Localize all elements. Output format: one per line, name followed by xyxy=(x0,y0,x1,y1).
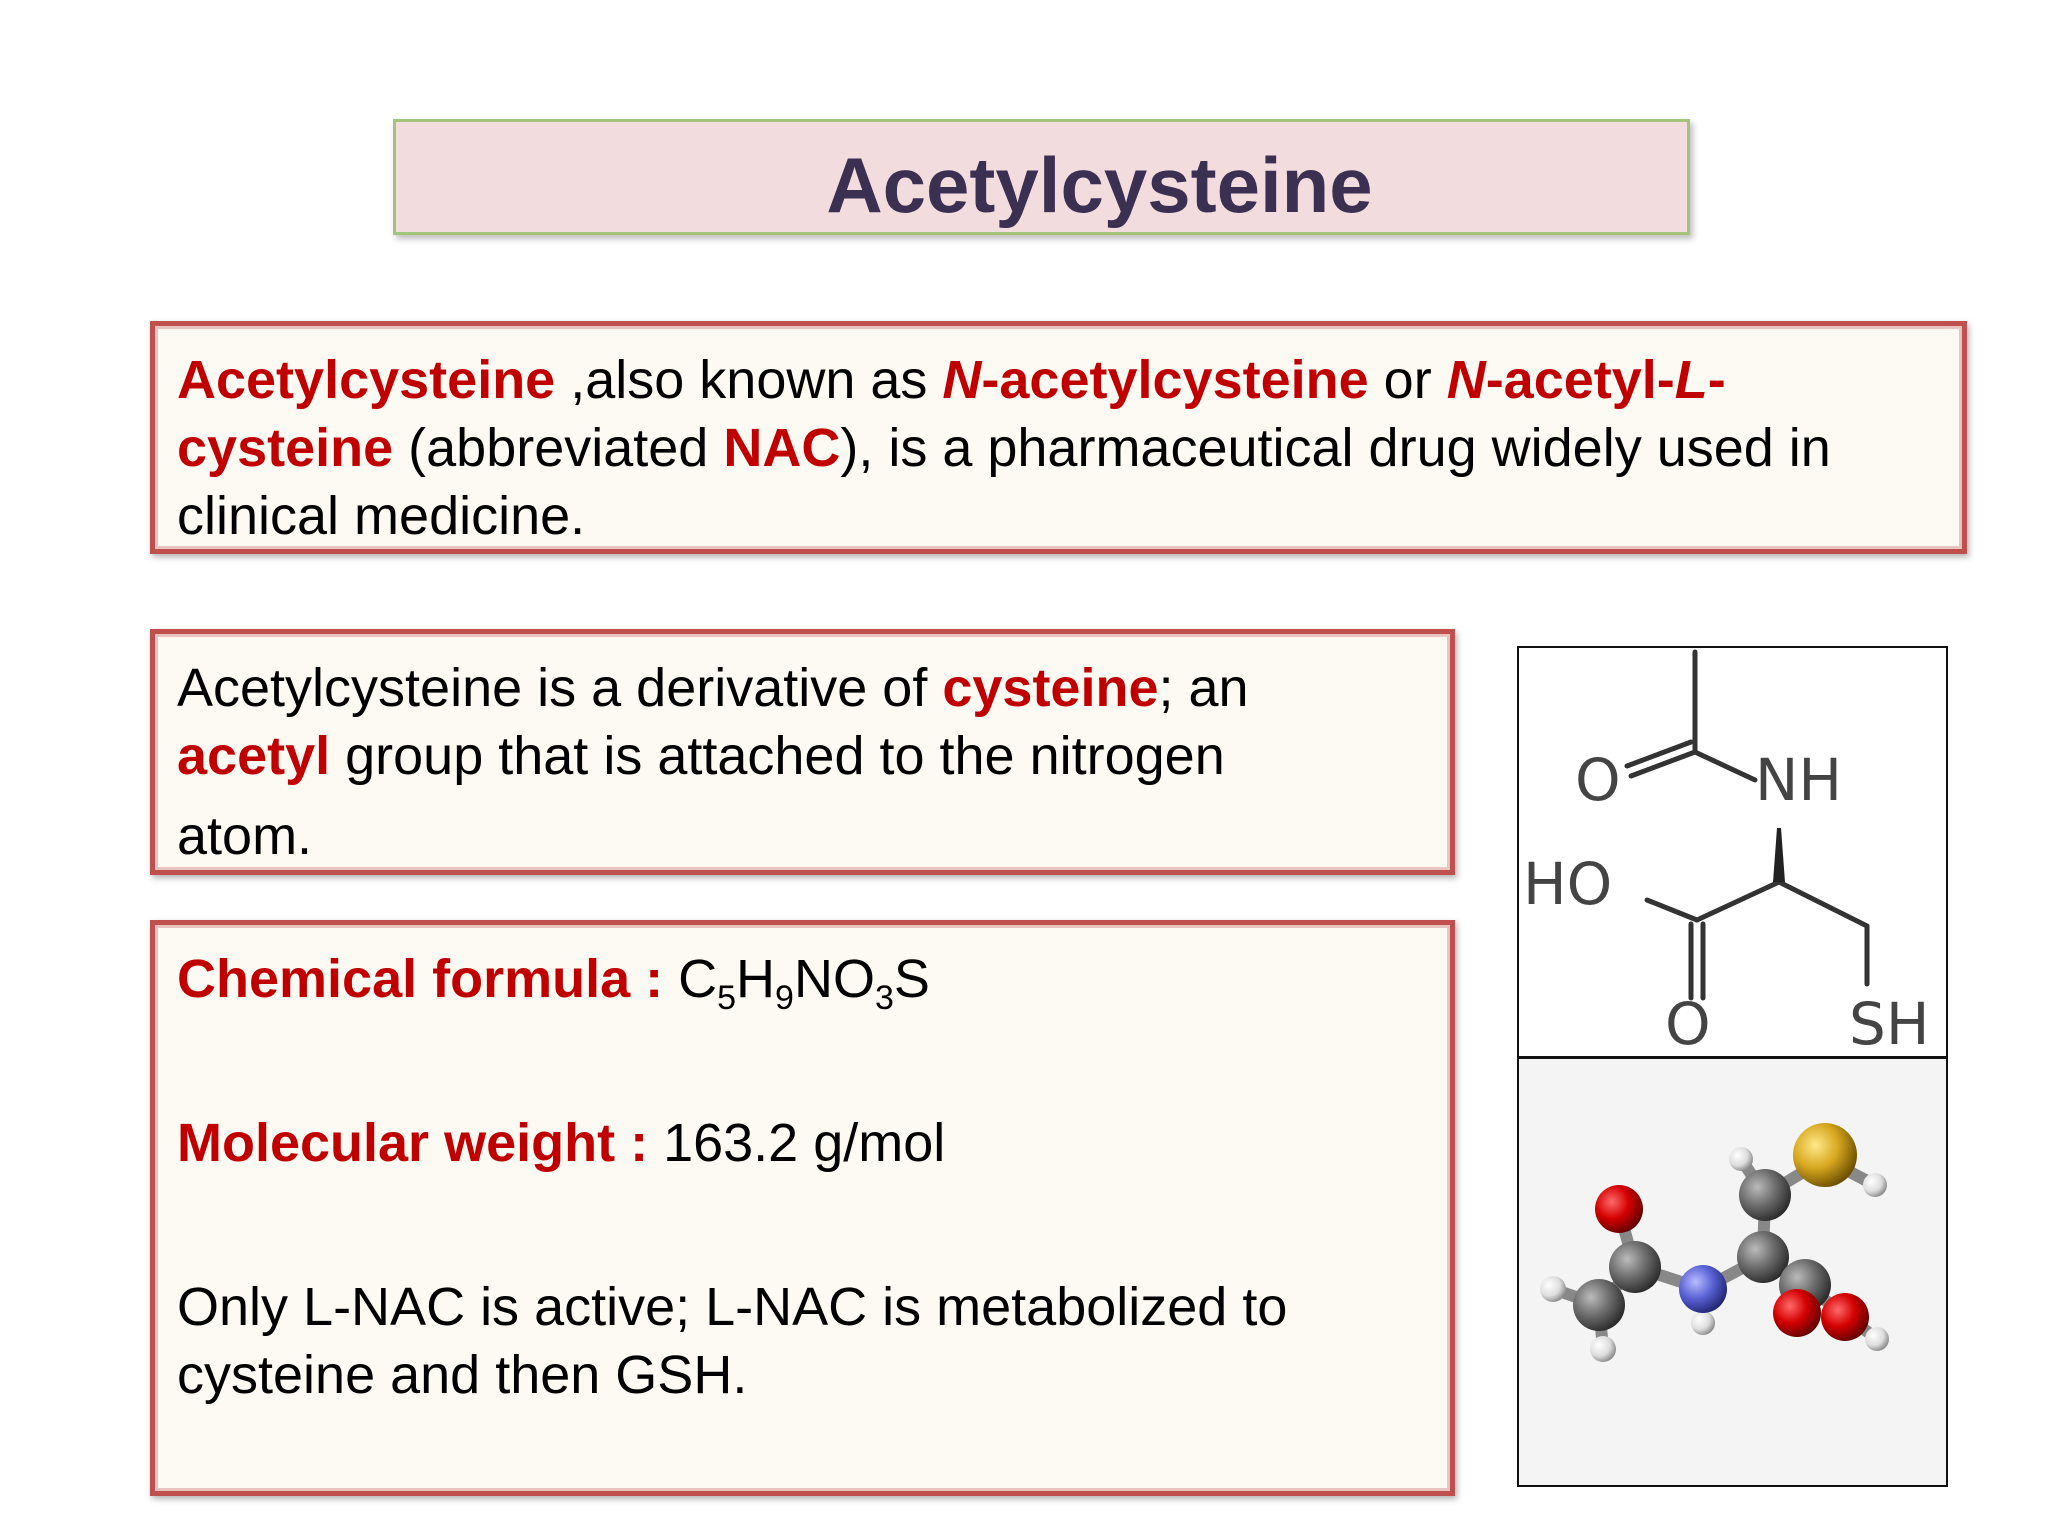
note-line-2: cysteine and then GSH. xyxy=(177,1345,748,1405)
properties-box: Chemical formula : C5H9NO3S Molecular we… xyxy=(150,920,1455,1496)
title-banner: Acetylcysteine xyxy=(393,119,1690,235)
oxygen-label-1: O xyxy=(1575,746,1621,814)
drug-name: Acetylcysteine xyxy=(177,350,556,410)
acetyl-highlight: acetyl xyxy=(177,726,331,786)
sh-label: SH xyxy=(1849,990,1929,1056)
weight-label: Molecular weight : xyxy=(177,1113,664,1173)
formula-row: Chemical formula : C5H9NO3S xyxy=(177,945,1428,1017)
weight-row: Molecular weight : 163.2 g/mol xyxy=(177,1109,1428,1177)
nh-label: NH xyxy=(1755,746,1842,814)
formula-label: Chemical formula : xyxy=(177,949,679,1009)
intro-line-2: cysteine (abbreviated NAC), is a pharmac… xyxy=(177,418,1831,478)
derivative-box: Acetylcysteine is a derivative of cystei… xyxy=(150,629,1455,875)
note-line-1: Only L-NAC is active; L-NAC is metaboliz… xyxy=(177,1277,1288,1337)
intro-box: Acetylcysteine ,also known as N-acetylcy… xyxy=(150,321,1967,554)
formula-value: C5H9NO3S xyxy=(678,949,930,1017)
intro-line-3: clinical medicine. xyxy=(177,486,586,546)
ho-label: HO xyxy=(1523,850,1612,918)
intro-line-1: Acetylcysteine ,also known as N-acetylcy… xyxy=(177,350,1726,410)
ball-and-stick-model xyxy=(1540,1123,1889,1362)
structural-formula-image: O NH HO O SH xyxy=(1517,646,1948,1058)
weight-value: 163.2 g/mol xyxy=(663,1113,946,1173)
ball-and-stick-model-image xyxy=(1517,1057,1948,1487)
skeletal-structure-diagram: O NH HO O SH xyxy=(1523,649,1929,1056)
cysteine-highlight: cysteine xyxy=(942,658,1159,718)
slide-title: Acetylcysteine xyxy=(826,141,1373,229)
oxygen-label-2: O xyxy=(1665,990,1711,1056)
abbreviation: NAC xyxy=(723,418,841,478)
